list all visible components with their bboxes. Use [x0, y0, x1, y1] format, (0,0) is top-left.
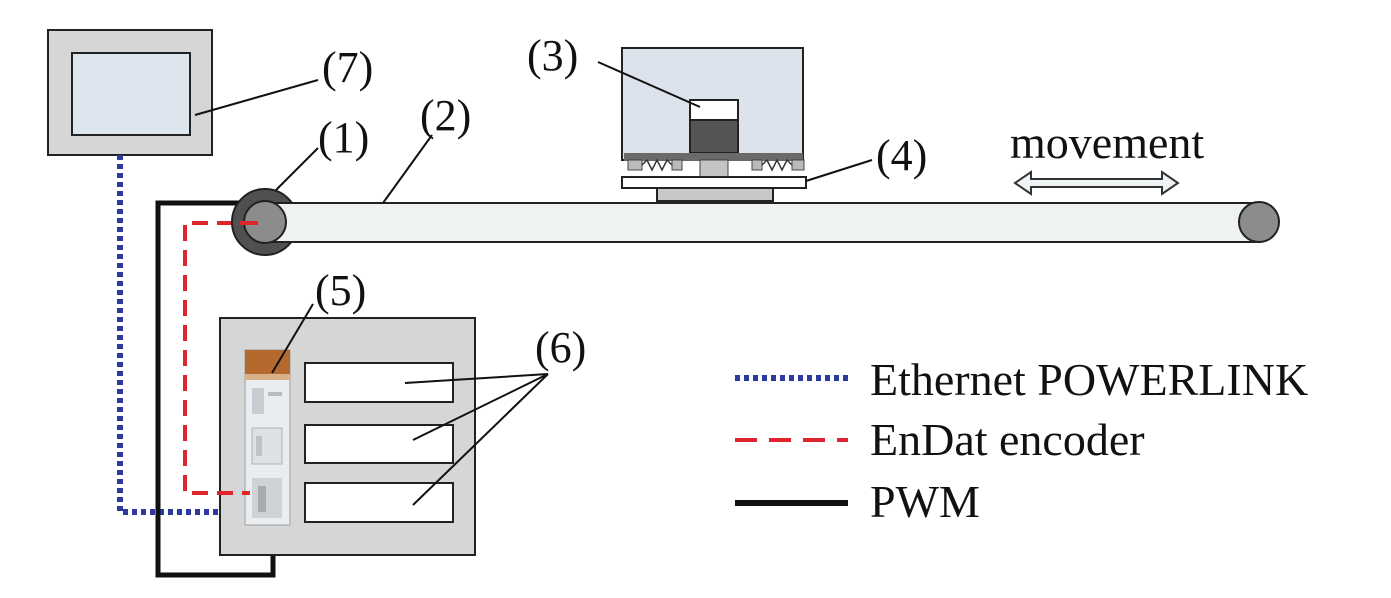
legend-label-encoder: EnDat encoder [870, 414, 1145, 465]
label-motor: (1) [318, 113, 369, 162]
label-cart: (4) [876, 131, 927, 180]
drive-cabinet [219, 317, 476, 556]
io-module-1 [304, 362, 454, 403]
legend-label-pwm: PWM [870, 476, 980, 527]
io-module-2 [304, 424, 454, 464]
label-hmi: (7) [322, 43, 373, 92]
cart-base [656, 187, 774, 202]
load-block [689, 119, 739, 154]
ethernet-powerlink-line [117, 155, 250, 515]
cart-plate [621, 176, 807, 189]
leader-modules-3 [412, 373, 549, 506]
leader-cart [805, 159, 873, 182]
hmi-monitor [47, 29, 213, 156]
movement-double-arrow-icon [1013, 170, 1180, 196]
label-belt: (2) [420, 91, 471, 140]
monitor-screen [71, 52, 191, 136]
idler-roller [1238, 201, 1280, 243]
pwm-line [155, 200, 276, 578]
leader-hmi [194, 79, 319, 116]
label-load: (3) [527, 31, 578, 80]
leader-modules-2 [412, 373, 549, 441]
leader-motor [275, 147, 319, 191]
movement-label: movement [1010, 117, 1204, 168]
right-spring [751, 158, 805, 172]
label-modules: (6) [535, 323, 586, 372]
servo-drive-module [244, 349, 291, 526]
leader-load [597, 61, 701, 108]
center-post [699, 159, 729, 178]
leader-drive [271, 303, 314, 374]
left-spring [627, 158, 683, 172]
endat-encoder-line [183, 221, 258, 495]
legend-label-ethernet: Ethernet POWERLINK [870, 354, 1308, 405]
legend: Ethernet POWERLINK EnDat encoder PWM [735, 354, 1308, 527]
label-drive: (5) [315, 266, 366, 315]
leader-modules-1 [404, 373, 549, 384]
cart-assembly [621, 47, 807, 202]
suspension-band [624, 153, 803, 161]
conveyor-belt [264, 202, 1261, 243]
leader-belt [382, 134, 433, 204]
load-top [689, 99, 739, 121]
